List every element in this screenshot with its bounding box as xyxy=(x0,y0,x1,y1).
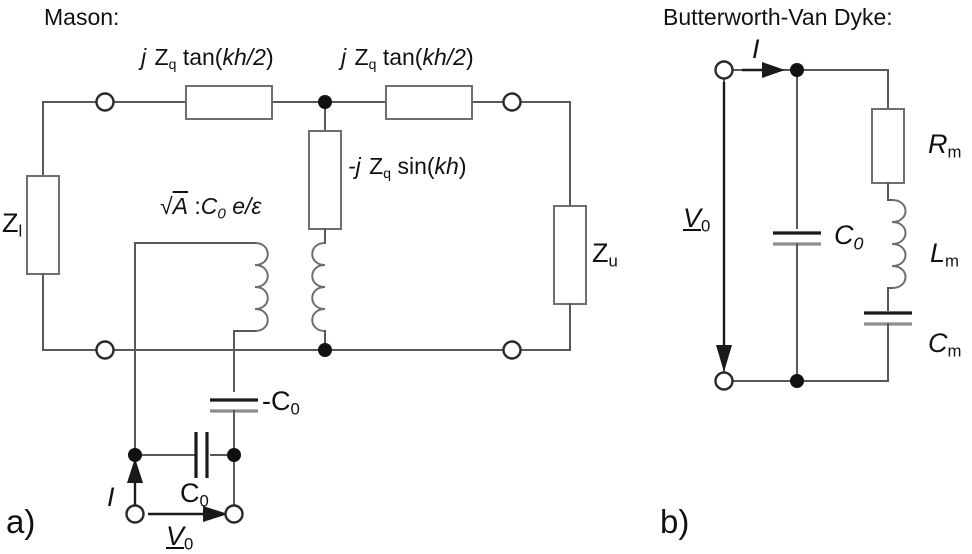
current-arrow-head xyxy=(127,458,143,483)
shunt-z-sub: q xyxy=(383,165,392,182)
mason-terminal-top-left[interactable] xyxy=(95,92,115,112)
impedance-zu-label: Zu xyxy=(592,240,618,270)
series-right-close: ) xyxy=(465,44,474,70)
cm-sym: C xyxy=(928,328,948,358)
voltage-arrow-head xyxy=(203,506,228,522)
panel-a-letter: a) xyxy=(6,503,36,540)
bvd-terminal-bottom-left[interactable] xyxy=(714,371,734,391)
shunt-impedance-label: -j Zq sin(kh) xyxy=(348,153,467,182)
mason-terminal-bottom-right[interactable] xyxy=(502,340,522,360)
zu-sub: u xyxy=(608,251,618,271)
mason-voltage-sub: 0 xyxy=(184,534,194,554)
motional-inductor-label: Lm xyxy=(930,240,959,270)
motional-resistor-label: Rm xyxy=(928,131,961,161)
transformer-c-sub: 0 xyxy=(217,205,226,223)
bvd-current-label: I xyxy=(752,34,760,64)
zl-sub: l xyxy=(18,221,23,241)
series-left-z: Z xyxy=(154,44,169,70)
series-left-j: j xyxy=(141,44,147,70)
bvd-c0-sub: 0 xyxy=(853,233,864,254)
mason-heading: Mason: xyxy=(44,4,120,30)
series-left-z-sub: q xyxy=(168,56,177,73)
shunt-impedance-box xyxy=(308,130,342,230)
transformer-colon: : xyxy=(194,193,201,219)
shunt-arg: kh xyxy=(434,153,459,179)
impedance-zl-box xyxy=(26,175,60,275)
shunt-close: ) xyxy=(458,153,467,179)
rm-sym: R xyxy=(928,129,948,159)
lm-sym: L xyxy=(930,238,946,268)
lm-sub: m xyxy=(945,251,959,271)
rm-sub: m xyxy=(947,142,962,162)
motional-inductor-coil xyxy=(891,199,907,289)
zl-sym: Z xyxy=(2,208,19,238)
bvd-junction-top xyxy=(790,63,804,77)
bvd-current-arrow-head xyxy=(762,62,785,78)
bvd-heading: Butterworth-Van Dyke: xyxy=(663,4,893,30)
mason-terminal-bottom-left[interactable] xyxy=(95,340,115,360)
bvd-voltage-arrow-head xyxy=(716,345,732,372)
mason-junction-top-center xyxy=(318,95,332,109)
mason-junction-port-right xyxy=(227,448,241,462)
sqrt-radical: √ xyxy=(160,193,173,219)
panel-b-letter: b) xyxy=(660,503,690,540)
capacitor-c0-label: C0 xyxy=(180,480,209,510)
series-impedance-right-box xyxy=(385,85,473,120)
mason-terminal-port-right[interactable] xyxy=(224,504,244,524)
transformer-primary-coil xyxy=(254,242,269,332)
series-right-arg: kh/2 xyxy=(422,44,466,70)
mason-current-label: I xyxy=(107,482,115,512)
neg-cap-sym: -C xyxy=(262,386,291,416)
bvd-c0-sym: C xyxy=(834,220,854,250)
series-right-z: Z xyxy=(354,44,369,70)
bvd-static-capacitor-label: C0 xyxy=(834,222,863,253)
motional-capacitor-label: Cm xyxy=(928,330,961,360)
bvd-terminal-top-left[interactable] xyxy=(714,60,734,80)
shunt-j: -j xyxy=(348,153,361,179)
series-impedance-right-label: j Zq tan(kh/2) xyxy=(341,44,474,73)
series-right-z-sub: q xyxy=(368,56,377,73)
series-right-fn: tan( xyxy=(376,44,423,70)
transformer-secondary-coil xyxy=(311,242,326,332)
cap-c0-sym: C xyxy=(180,478,200,508)
transformer-ratio-label: √A :C0 e/ε xyxy=(160,195,262,222)
neg-capacitor-label: -C0 xyxy=(262,388,300,418)
bvd-voltage-sym: V xyxy=(683,203,702,233)
transformer-c: C xyxy=(200,193,218,219)
series-left-arg: kh/2 xyxy=(222,44,266,70)
mason-voltage-sym: V xyxy=(166,521,185,551)
transformer-tail: e/ε xyxy=(225,193,262,219)
mason-voltage-label: V0 xyxy=(166,523,193,553)
mason-junction-port-left xyxy=(128,448,142,462)
bvd-voltage-label: V0 xyxy=(683,205,710,235)
series-impedance-left-label: j Zq tan(kh/2) xyxy=(141,44,274,73)
bvd-junction-bottom xyxy=(790,374,804,388)
zu-sym: Z xyxy=(592,238,609,268)
cm-sub: m xyxy=(947,341,962,361)
series-left-close: ) xyxy=(265,44,274,70)
shunt-z: Z xyxy=(369,153,384,179)
transformer-area-symbol: A xyxy=(172,193,188,219)
impedance-zu-box xyxy=(553,205,587,305)
impedance-zl-label: Zl xyxy=(2,210,22,240)
mason-circuit xyxy=(26,85,587,524)
neg-cap-sub: 0 xyxy=(290,399,300,419)
bvd-circuit xyxy=(714,60,912,391)
shunt-fn: sin( xyxy=(391,153,435,179)
mason-terminal-top-right[interactable] xyxy=(502,92,522,112)
mason-terminal-port-left[interactable] xyxy=(125,504,145,524)
series-left-fn: tan( xyxy=(176,44,223,70)
cap-c0-sub: 0 xyxy=(199,491,209,511)
series-impedance-left-box xyxy=(185,85,273,120)
mason-junction-bottom-center xyxy=(318,343,332,357)
series-right-j: j xyxy=(341,44,347,70)
motional-resistor-box xyxy=(871,108,905,184)
bvd-voltage-sub: 0 xyxy=(701,216,711,236)
